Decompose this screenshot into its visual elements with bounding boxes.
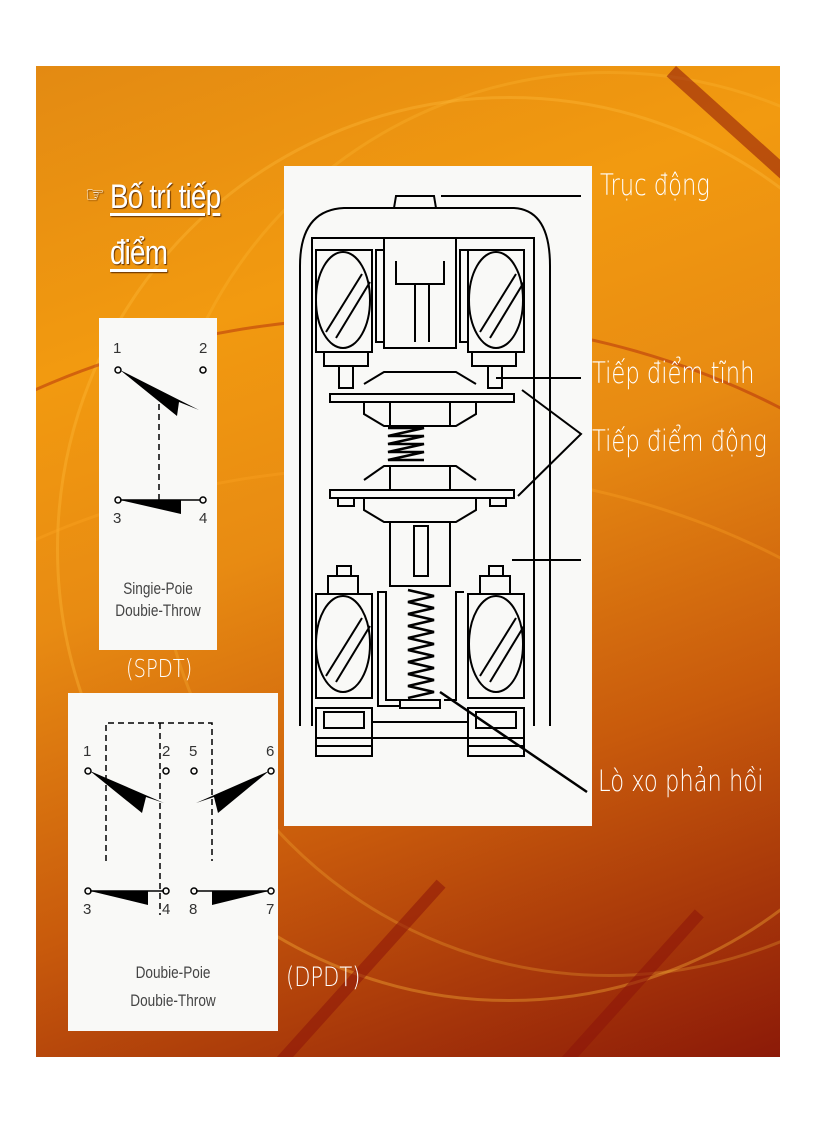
contactor-cross-section-diagram (299, 195, 588, 794)
dpdt-terminal-8: 8 (189, 901, 198, 918)
spdt-switch-diagram (114, 366, 207, 514)
title-line-1: Bố trí tiếp (110, 178, 221, 216)
dpdt-terminal-5: 5 (189, 743, 198, 760)
dpdt-switch-diagram (84, 722, 275, 915)
spdt-caption-line-1: Singie-Poie (123, 579, 193, 598)
label-lo-xo-phan-hoi: Lò xo phản hồi (598, 764, 764, 798)
label-tiep-diem-tinh: Tiếp điểm tĩnh (592, 356, 755, 390)
dpdt-terminal-7: 7 (266, 901, 275, 918)
pointing-hand-icon: ☞ (85, 182, 105, 207)
title-line-2: điểm (110, 234, 168, 272)
spdt-caption: Singie-Poie Doubie-Throw (111, 578, 205, 622)
dpdt-caption-line-2: Doubie-Throw (130, 991, 216, 1010)
dpdt-terminal-2: 2 (162, 743, 171, 760)
dpdt-terminal-6: 6 (266, 743, 275, 760)
spdt-panel: 1 2 3 4 Singie-Poie Doubie-Throw (99, 318, 217, 650)
spdt-terminal-2: 2 (199, 340, 208, 357)
slide: ☞ Bố trí tiếp điểm (36, 66, 780, 1057)
dpdt-terminal-4: 4 (162, 901, 171, 918)
spdt-terminal-4: 4 (199, 510, 208, 527)
contactor-diagram-panel (284, 166, 592, 826)
spdt-caption-line-2: Doubie-Throw (115, 601, 201, 620)
dpdt-terminal-1: 1 (83, 743, 92, 760)
label-truc-dong: Trục động (600, 168, 710, 202)
dpdt-abbreviation: (DPDT) (286, 962, 361, 993)
dpdt-caption: Doubie-Poie Doubie-Throw (89, 959, 257, 1015)
label-tiep-diem-dong: Tiếp điểm động (592, 424, 767, 458)
dpdt-terminal-3: 3 (83, 901, 92, 918)
dpdt-panel: 1 2 5 6 3 4 8 7 Doubie-Poie Doubie-Throw (68, 693, 278, 1031)
spdt-terminal-1: 1 (113, 340, 122, 357)
spdt-terminal-3: 3 (113, 510, 122, 527)
dpdt-caption-line-1: Doubie-Poie (135, 963, 211, 982)
spdt-abbreviation: (SPDT) (126, 654, 193, 683)
